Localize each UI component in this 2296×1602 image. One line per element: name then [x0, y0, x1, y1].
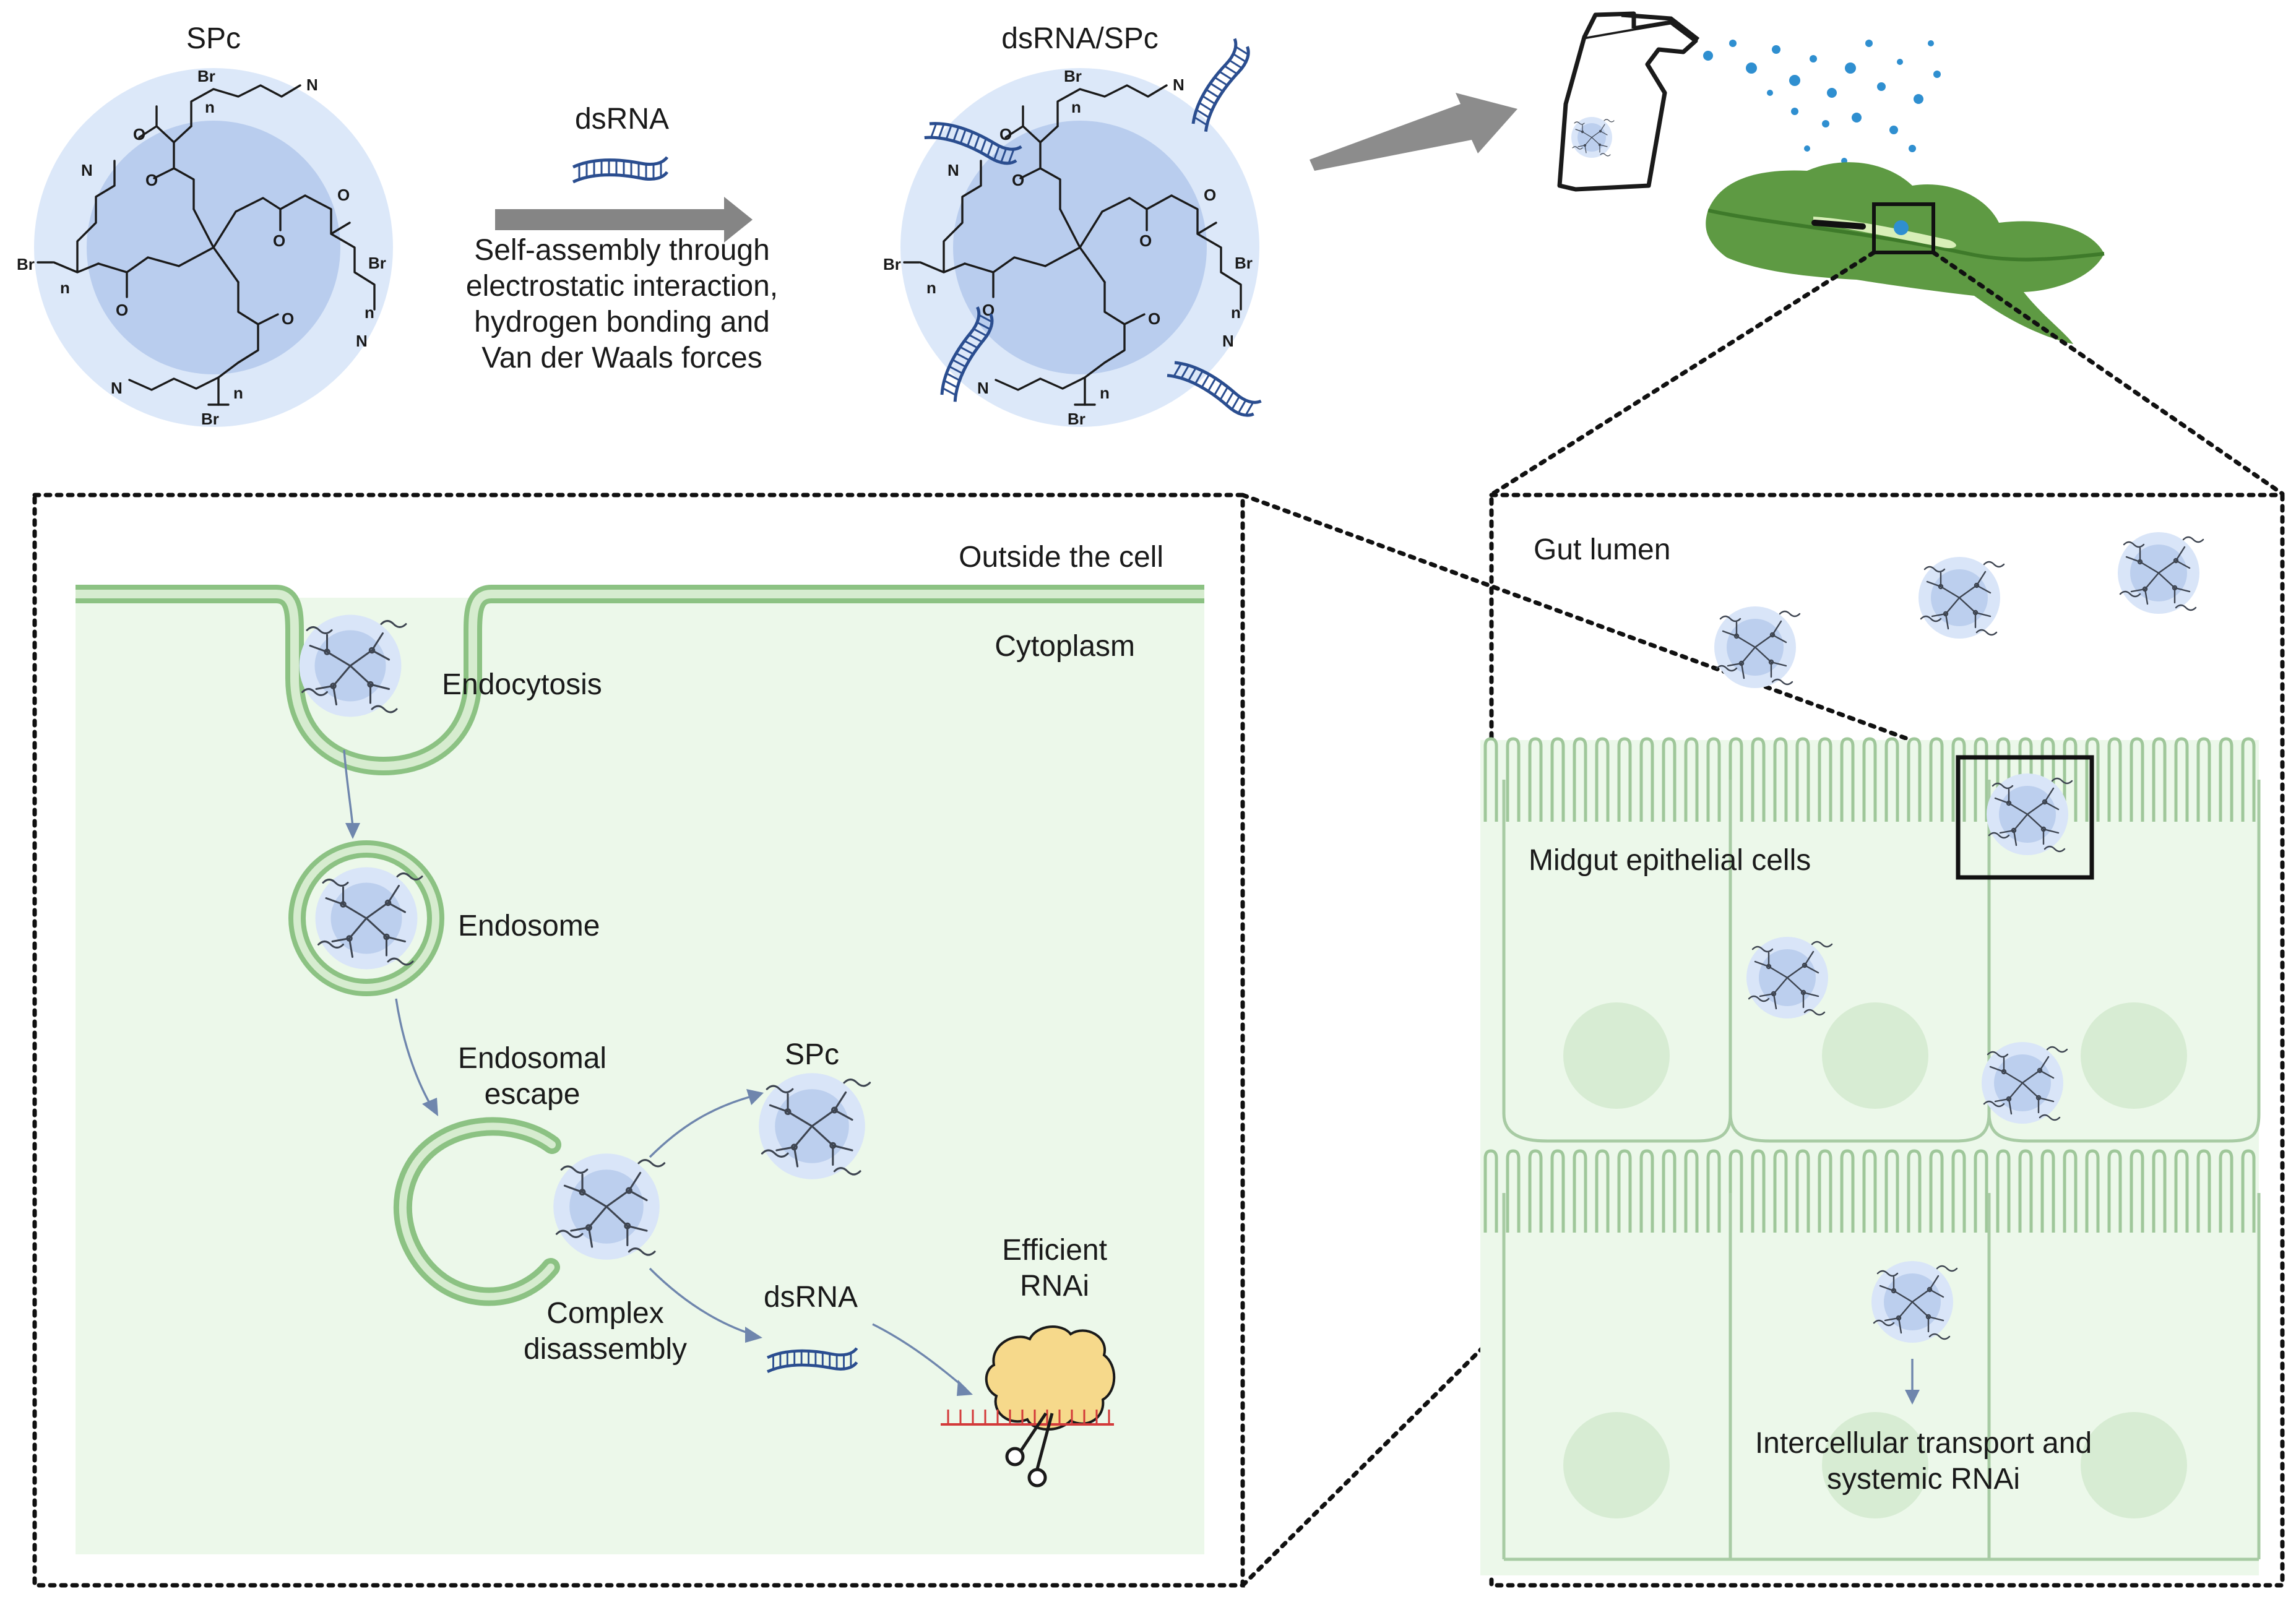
complex-title: dsRNA/SPc	[1001, 22, 1158, 55]
droplet	[1822, 120, 1829, 127]
complex-molecule	[882, 66, 1261, 429]
zoom-line-left	[1490, 250, 1876, 496]
villus	[1483, 1149, 2256, 1233]
transport-label-1: Intercellular transport and	[1755, 1427, 2092, 1460]
droplet	[1845, 62, 1856, 74]
droplet	[1767, 90, 1773, 96]
risc-complex	[941, 1325, 1116, 1488]
villi-upper	[1483, 737, 2256, 822]
epithelial-label: Midgut epithelial cells	[1529, 844, 1811, 877]
escape-label-1: Endosomal	[458, 1042, 606, 1075]
droplet	[1865, 40, 1873, 47]
droplet	[1928, 40, 1934, 46]
droplet	[1729, 40, 1737, 47]
droplet	[1827, 88, 1837, 98]
endosome	[288, 840, 444, 996]
cytoplasm-label: Cytoplasm	[995, 630, 1135, 663]
droplet	[1889, 126, 1898, 134]
arrow-to-spc	[649, 1095, 752, 1158]
endocytosis-label: Endocytosis	[442, 668, 602, 701]
spray-bottle	[1557, 11, 1700, 192]
nuclei	[1563, 1002, 2187, 1518]
droplet	[1914, 94, 1923, 104]
droplet	[1852, 113, 1862, 123]
spc-release-label: SPc	[785, 1038, 839, 1071]
leaf	[1706, 162, 2105, 344]
disassembly-label-1: Complex	[546, 1297, 663, 1330]
droplet	[1804, 145, 1810, 152]
spc-title: SPc	[186, 22, 241, 55]
droplet	[1933, 71, 1941, 78]
droplet	[1877, 82, 1886, 91]
droplet	[1789, 75, 1800, 86]
arrow-to-dsrna	[649, 1267, 752, 1335]
droplet	[1746, 62, 1757, 74]
droplet	[1772, 45, 1780, 54]
cell-borders	[1502, 780, 2261, 1561]
assembly-line-3: hydrogen bonding and	[474, 306, 770, 338]
zoom-line-right	[1931, 250, 2285, 496]
droplet	[1791, 108, 1798, 115]
arrow-to-endosome	[343, 749, 354, 827]
assembly-arrow	[495, 197, 753, 243]
spc-molecule	[15, 66, 394, 429]
transport-label-2: systemic RNAi	[1827, 1463, 2020, 1496]
villi-lower	[1483, 1149, 2256, 1233]
droplet	[1909, 145, 1916, 152]
escape-label-2: escape	[485, 1078, 580, 1111]
rnai-label-1: Efficient	[1002, 1234, 1107, 1267]
complex-ribbon-2	[1185, 39, 1255, 132]
droplet	[1703, 51, 1713, 61]
droplet	[1810, 55, 1817, 62]
rnai-label-2: RNAi	[1020, 1270, 1089, 1303]
droplet	[1897, 59, 1903, 65]
broken-endosome	[394, 1117, 561, 1306]
arrow-to-rnai	[872, 1323, 967, 1390]
lumen-particle-3	[2117, 531, 2204, 615]
lumen-particle-2	[1917, 556, 2005, 640]
assembly-line-2: electrostatic interaction,	[466, 270, 778, 303]
spray-arrow	[1310, 93, 1517, 171]
free-dsrna-label: dsRNA	[764, 1281, 858, 1314]
cell-panel-frame	[32, 493, 1245, 1588]
disassembly-label-2: disassembly	[524, 1333, 687, 1366]
zoom-box-gut	[1956, 755, 2094, 880]
outside-label: Outside the cell	[959, 541, 1163, 574]
villus	[1483, 737, 2256, 822]
endosome-label: Endosome	[458, 910, 600, 942]
gut-lumen-label: Gut lumen	[1534, 533, 1670, 566]
dsrna-top-ribbon	[573, 157, 667, 182]
dsrna-top-label: dsRNA	[575, 103, 669, 136]
assembly-line-1: Self-assembly through	[474, 234, 770, 267]
assembly-line-4: Van der Waals forces	[481, 342, 762, 374]
lumen-particle-1	[1713, 605, 1801, 689]
zoom-line-upper	[1240, 493, 1961, 760]
arrow-to-escape	[395, 998, 432, 1106]
